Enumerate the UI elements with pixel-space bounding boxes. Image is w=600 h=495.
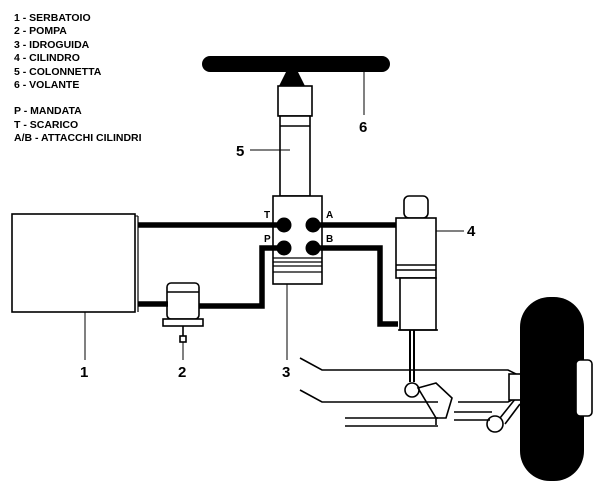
steering-unit-body bbox=[272, 195, 323, 285]
legend-item-attacchi: A/B - ATTACCHI CILINDRI bbox=[14, 132, 142, 145]
cylinder bbox=[395, 195, 438, 398]
axle-beam bbox=[299, 357, 519, 376]
hydraulic-lines bbox=[138, 222, 398, 327]
callout-cylinder: 4 bbox=[467, 223, 476, 240]
legend-item-mandata: P - MANDATA bbox=[14, 105, 82, 118]
callout-wheel: 6 bbox=[359, 119, 367, 136]
column-top-section bbox=[277, 85, 313, 117]
legend-item-scarico: T - SCARICO bbox=[14, 118, 79, 131]
steering-wheel-hub bbox=[278, 70, 306, 88]
callout-steering-unit: 3 bbox=[282, 364, 290, 381]
legend-item-idroguida: 3 - IDROGUIDA bbox=[14, 38, 90, 51]
line-pressure-p bbox=[199, 245, 280, 309]
port-label-p: P bbox=[264, 234, 271, 245]
ball-joint bbox=[486, 415, 504, 433]
wheel-rim bbox=[575, 359, 593, 417]
leader-lines bbox=[84, 72, 464, 360]
pump-body bbox=[166, 282, 200, 320]
port-label-a: A bbox=[326, 210, 333, 221]
legend-item-serbatoio: 1 - SERBATOIO bbox=[14, 12, 91, 24]
pump-base bbox=[162, 318, 204, 327]
callout-pump: 2 bbox=[178, 364, 186, 381]
port-b bbox=[305, 240, 321, 256]
port-a bbox=[305, 217, 321, 233]
pump-shaft bbox=[179, 335, 187, 343]
line-cylinder-b bbox=[317, 245, 398, 327]
cylinder-rod-eye bbox=[404, 382, 420, 398]
cylinder-body-lower bbox=[399, 277, 437, 331]
wheel-hub bbox=[508, 373, 522, 401]
cylinder-top-cap bbox=[403, 195, 429, 219]
legend-item-pompa: 2 - POMPA bbox=[14, 25, 67, 38]
port-p bbox=[276, 240, 292, 256]
cylinder-body-upper bbox=[395, 217, 437, 279]
steering-wheel-rim bbox=[202, 56, 390, 72]
steering-column bbox=[277, 85, 313, 197]
steering-unit bbox=[272, 195, 323, 285]
axle-linkage bbox=[299, 357, 522, 433]
steering-wheel bbox=[202, 56, 390, 88]
legend-item-colonnetta: 5 - COLONNETTA bbox=[14, 65, 102, 78]
legend: 1 - SERBATOIO 2 - POMPA 3 - IDROGUIDA 4 … bbox=[14, 12, 142, 146]
pump bbox=[162, 282, 204, 343]
callout-column: 5 bbox=[236, 143, 244, 160]
wheel bbox=[520, 297, 593, 481]
port-label-b: B bbox=[326, 234, 333, 245]
column-sleeve bbox=[279, 115, 311, 197]
legend-item-cilindro: 4 - CILINDRO bbox=[14, 52, 80, 65]
legend-item-volante: 6 - VOLANTE bbox=[14, 79, 80, 92]
steering-arm bbox=[416, 382, 453, 419]
wheel-tire bbox=[520, 297, 584, 481]
knuckle-arm bbox=[499, 397, 517, 419]
port-label-t: T bbox=[264, 210, 270, 221]
port-t bbox=[276, 217, 292, 233]
tank-body bbox=[11, 213, 136, 313]
callout-tank: 1 bbox=[80, 364, 88, 381]
tank bbox=[11, 213, 139, 313]
